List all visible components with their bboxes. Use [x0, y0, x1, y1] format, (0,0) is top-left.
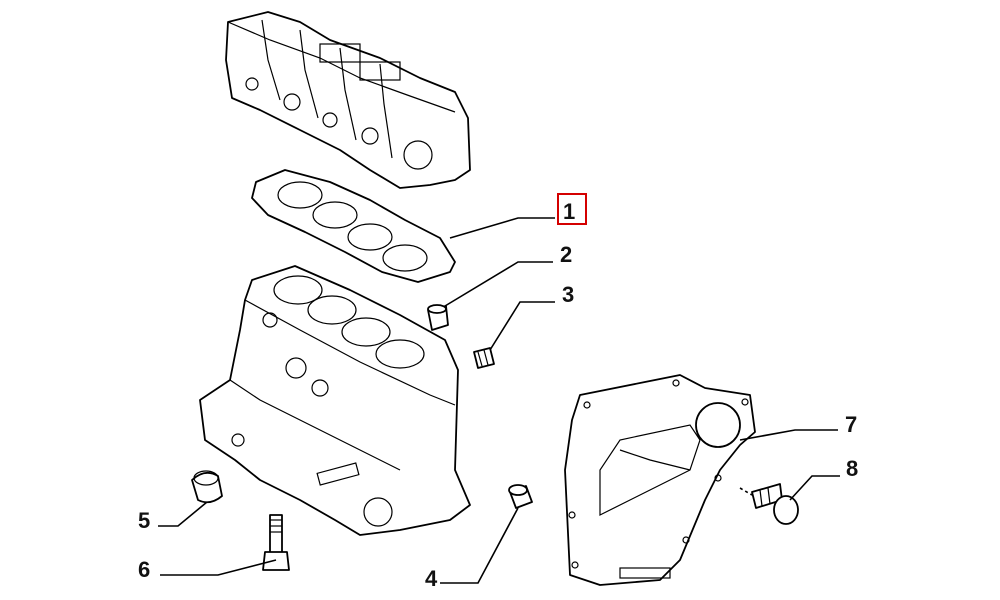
threaded-plug	[473, 347, 495, 369]
callout-1[interactable]: 1	[563, 199, 575, 224]
callout-4[interactable]: 4	[425, 566, 438, 591]
leader-line-8	[789, 475, 840, 501]
cover-plate	[564, 374, 756, 586]
leader-line-1	[449, 217, 555, 239]
leader-line-7	[739, 429, 838, 441]
head-gasket	[251, 169, 456, 283]
dowel-pin	[508, 484, 533, 509]
callout-5[interactable]: 5	[138, 508, 150, 533]
screw	[739, 483, 799, 525]
cylinder-head	[225, 11, 471, 189]
dowel-sleeve	[427, 304, 449, 331]
callout-8[interactable]: 8	[846, 456, 858, 481]
callout-7[interactable]: 7	[845, 412, 857, 437]
leader-line-2	[444, 261, 553, 307]
bolt	[262, 514, 290, 571]
bushing	[191, 470, 223, 504]
leader-line-6	[160, 559, 277, 576]
leader-line-5	[158, 501, 208, 527]
leader-line-3	[489, 301, 555, 351]
leader-line-4	[440, 507, 519, 584]
engine-block	[199, 265, 471, 536]
selected-callout-box	[557, 193, 587, 225]
callout-2[interactable]: 2	[560, 242, 572, 267]
callout-3[interactable]: 3	[562, 282, 574, 307]
callout-6[interactable]: 6	[138, 557, 150, 582]
